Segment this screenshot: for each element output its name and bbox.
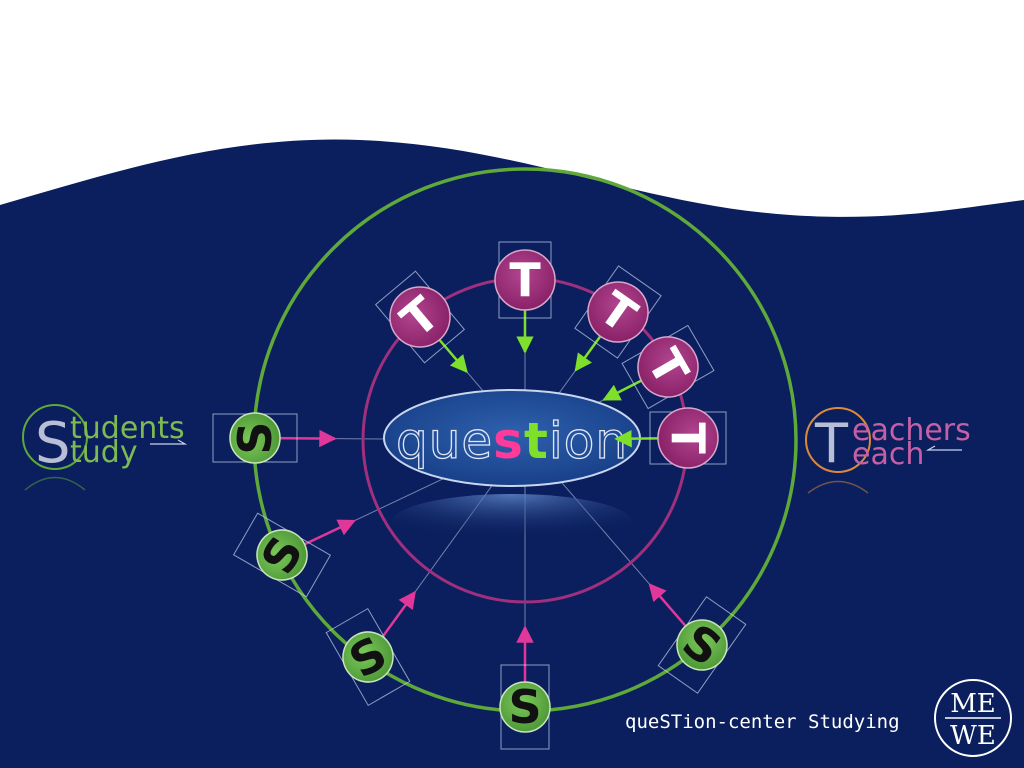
question-letter-s: s	[493, 412, 524, 470]
student-node-circle	[229, 412, 281, 464]
mewe-logo: ME WE	[934, 679, 1012, 757]
teachers-label-shadow	[807, 480, 869, 494]
teacher-node-4: T	[621, 324, 715, 410]
teachers-label-ring	[805, 407, 871, 473]
teacher-node-1: T	[374, 270, 466, 364]
student-node-circle	[256, 529, 308, 581]
students-label-ring	[22, 404, 88, 470]
teacher-node-5: T	[649, 407, 727, 469]
student-node-circle	[499, 681, 551, 733]
mewe-logo-ring	[934, 679, 1012, 757]
students-label: S tudents tudy	[22, 404, 188, 491]
teacher-node-3: T	[574, 265, 662, 359]
teachers-underline-arrow	[925, 445, 962, 451]
teacher-node-circle	[389, 286, 451, 348]
teacher-node-circle	[637, 336, 699, 398]
students-underline-arrow	[150, 439, 188, 445]
student-node-circle	[342, 631, 394, 683]
teachers-line1: eachers	[852, 413, 971, 448]
question-word: question	[396, 412, 628, 470]
ellipse-reflection	[392, 494, 632, 550]
teachers-line2: each	[852, 437, 924, 472]
student-node-4: S	[499, 664, 551, 750]
teachers-initial: T	[814, 412, 849, 475]
question-suffix: ion	[549, 412, 628, 470]
teacher-node-circle	[657, 407, 719, 469]
students-line2: tudy	[70, 435, 138, 470]
students-line1: tudents	[70, 411, 185, 446]
students-initial: S	[35, 411, 71, 476]
student-node-letter: S	[228, 421, 282, 454]
teacher-node-circle	[494, 249, 556, 311]
question-prefix: que	[396, 412, 493, 470]
teacher-node-circle	[587, 281, 649, 343]
teachers-label: T eachers each	[805, 407, 971, 494]
question-letter-t: t	[524, 412, 549, 470]
teacher-node-letter: T	[509, 253, 541, 307]
teacher-node-letter: T	[661, 422, 715, 454]
student-node-1: S	[212, 412, 298, 464]
teacher-node-2: T	[494, 241, 556, 319]
student-node-letter: S	[508, 680, 541, 734]
mewe-logo-top: ME	[950, 689, 996, 719]
footer-caption: queSTion-center Studying	[625, 711, 900, 733]
mewe-logo-bottom: WE	[950, 721, 996, 751]
students-label-shadow	[24, 476, 86, 491]
student-node-circle	[676, 619, 728, 671]
